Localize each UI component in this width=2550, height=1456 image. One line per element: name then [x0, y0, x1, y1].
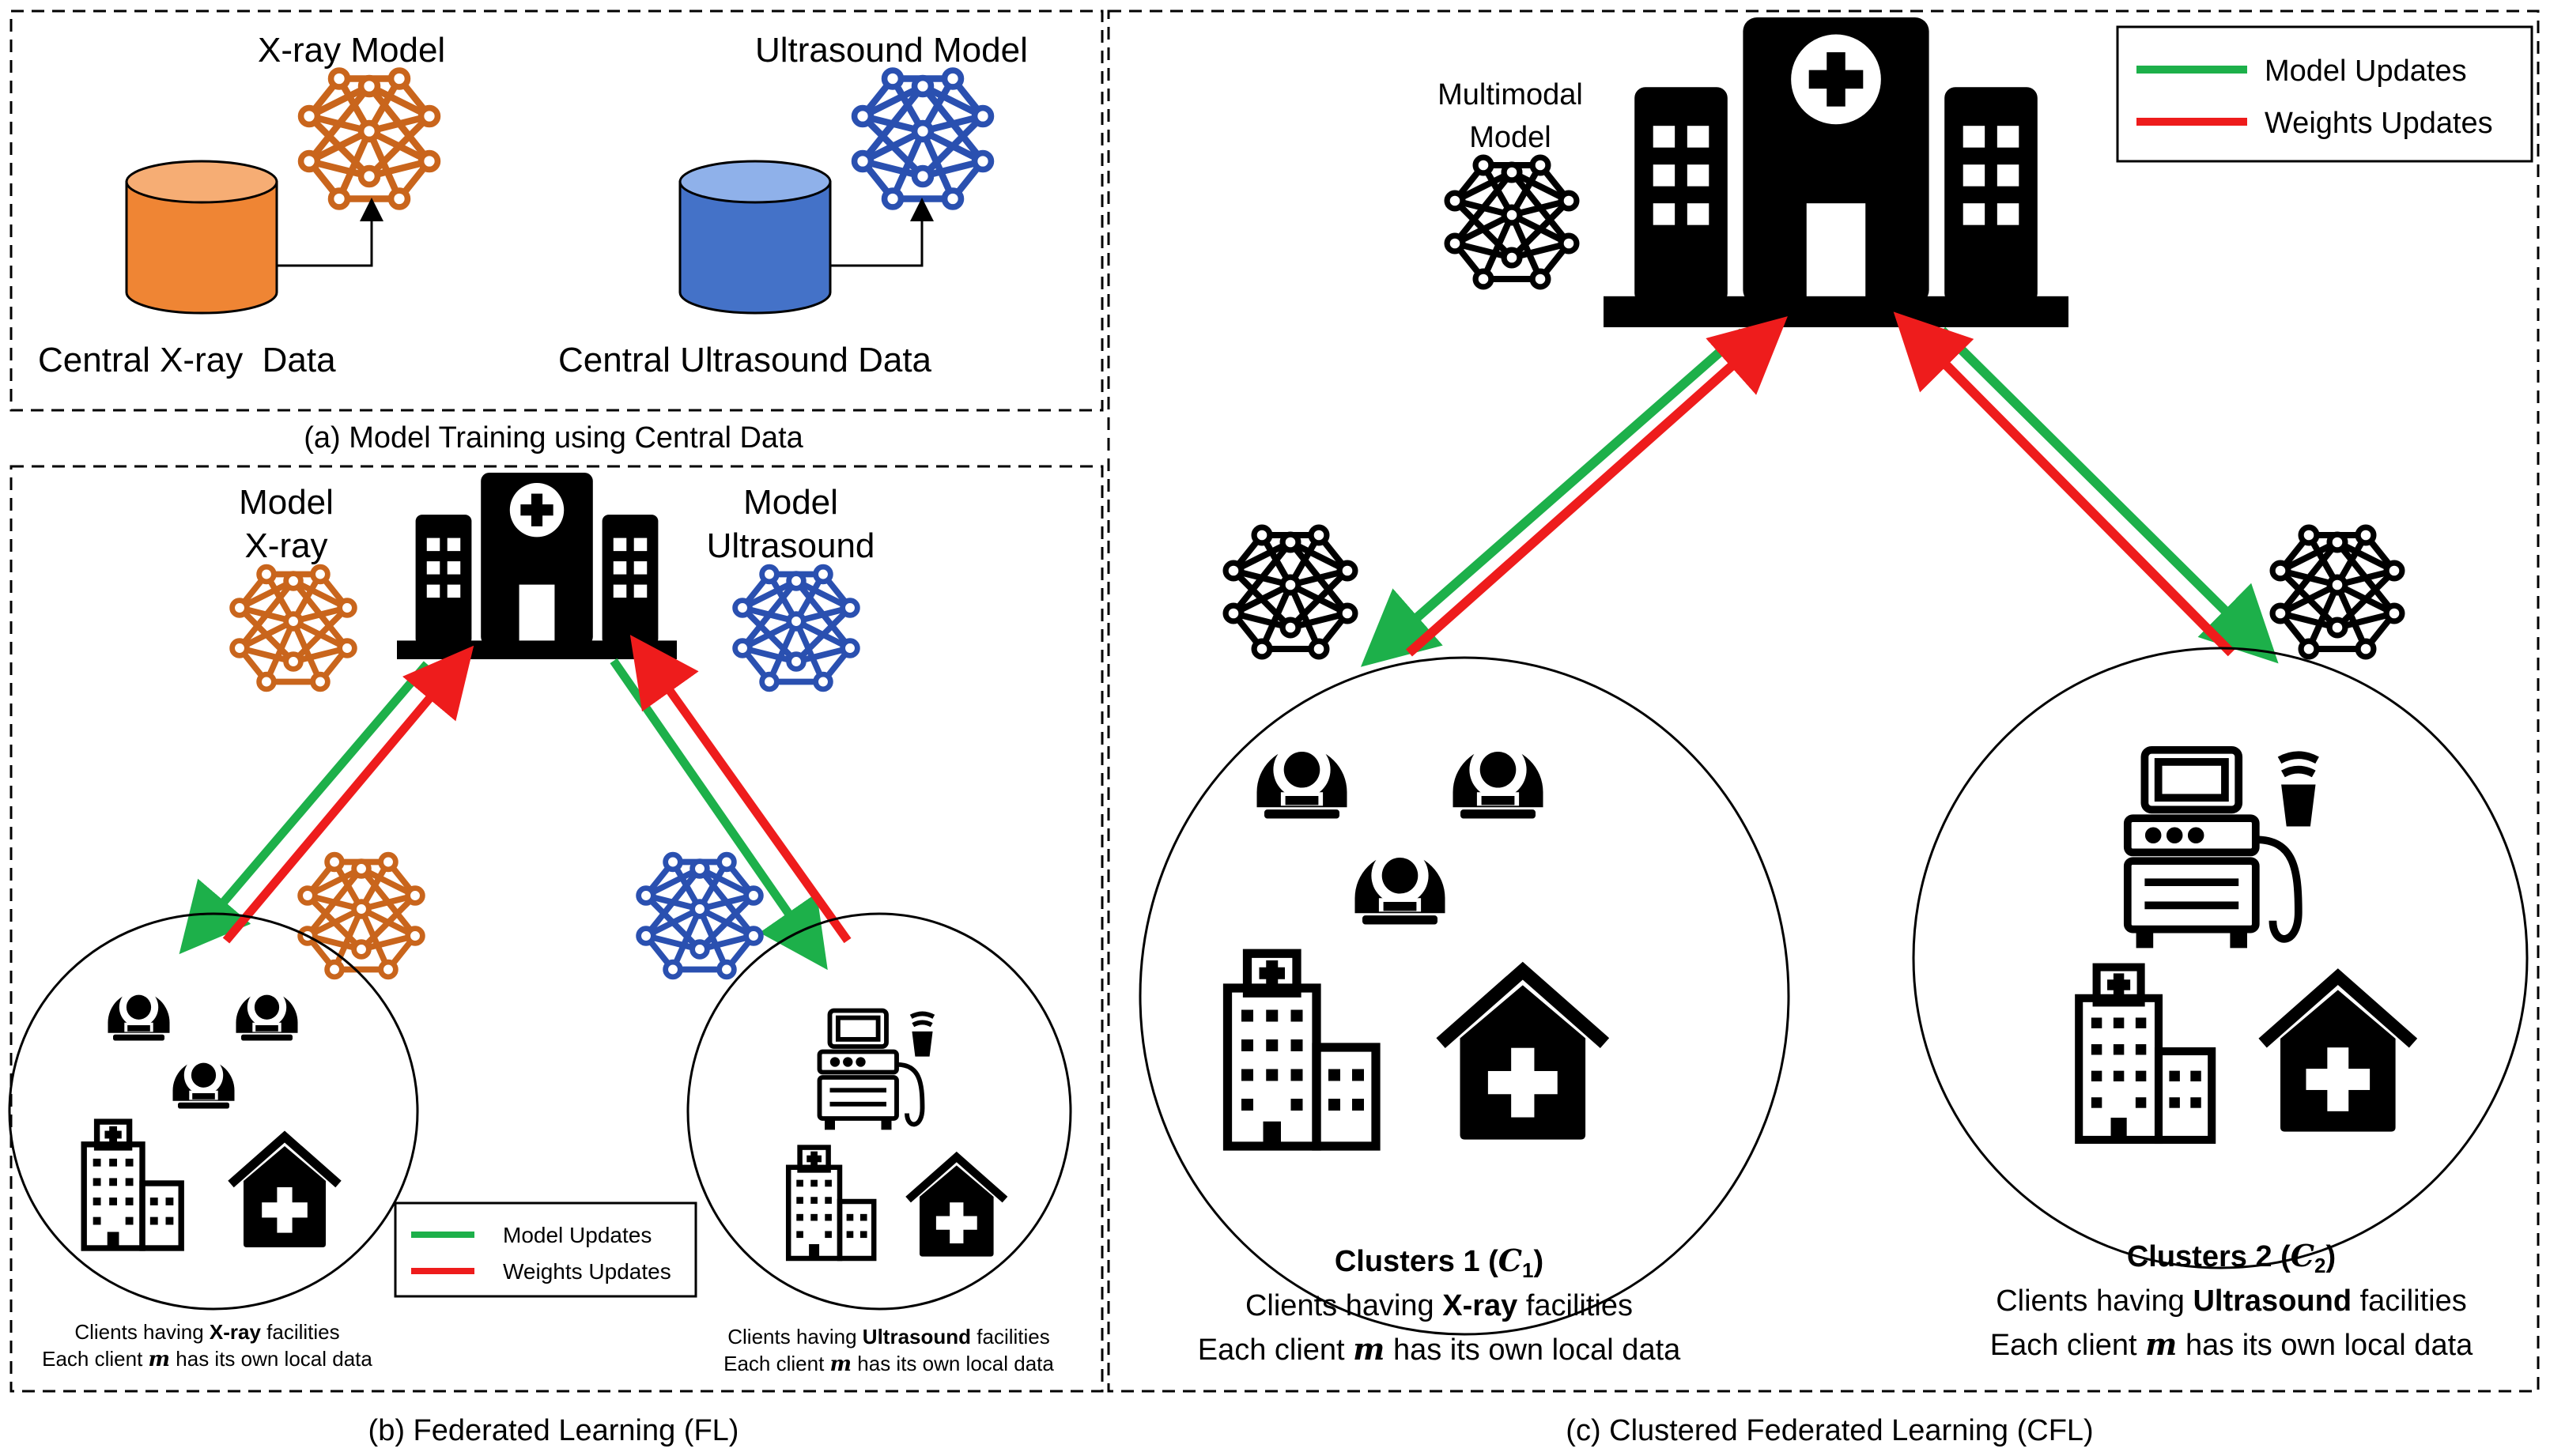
legend-model-updates-label: Model Updates — [503, 1223, 652, 1247]
weights-updates-arrow-from-ultrasound-clients — [629, 635, 852, 944]
cluster2-title: Clusters 2 (C2) — [2127, 1238, 2336, 1277]
ultrasound-local-data-description: Each client m has its own local data — [723, 1352, 1054, 1376]
ultrasound-model-network-icon — [855, 70, 992, 207]
xray-scanner-icon-1 — [108, 987, 170, 1041]
model-ultrasound-network-icon — [735, 567, 858, 689]
cluster2-home-icon — [2263, 977, 2413, 1132]
central-server-hospital-icon — [1604, 17, 2068, 327]
xray-clients-circle — [8, 912, 419, 1311]
xray-client-hospital-icon — [84, 1122, 181, 1248]
xray-client-home-icon — [231, 1137, 338, 1247]
weights-updates-arrow-from-xray-clients — [222, 645, 474, 944]
central-ultrasound-database-icon — [678, 160, 832, 315]
cluster1-hospital-icon — [1228, 953, 1377, 1146]
central-server-hospital-icon — [397, 473, 677, 659]
ultrasound-clients-circle — [686, 912, 1072, 1311]
xray-scanner-icon-2 — [236, 987, 298, 1041]
cluster1-scanner-icon-2 — [1453, 741, 1543, 819]
ultrasound-model-label: Ultrasound Model — [755, 31, 1028, 70]
panel-b-legend: Model Updates Weights Updates — [394, 1201, 697, 1298]
panel-b: Model X-ray Model Ultrasound Model U — [8, 473, 1072, 1376]
xray-model-network-icon — [301, 70, 438, 207]
multimodal-model-network-icon — [1447, 157, 1577, 287]
ultrasound-machine-icon — [820, 1011, 934, 1130]
xray-data-to-model-arrow — [277, 198, 383, 267]
model-updates-arrow-to-xray-clients — [179, 661, 431, 955]
cluster1-title: Clusters 1 (C1) — [1335, 1243, 1543, 1282]
ultrasound-update-network-icon — [639, 854, 761, 977]
ultrasound-clients-description: Clients having Ultrasound facilities — [727, 1325, 1049, 1348]
cluster2-local-data-description: Each client m has its own local data — [1990, 1326, 2473, 1362]
panel-c-caption: (c) Clustered Federated Learning (CFL) — [1566, 1414, 2093, 1447]
cluster2-clients-description: Clients having Ultrasound facilities — [1996, 1284, 2467, 1318]
panel-b-frame — [9, 465, 1104, 1393]
central-xray-database-icon — [125, 160, 278, 315]
cluster1-home-icon — [1441, 971, 1604, 1140]
panel-c-legend: Model Updates Weights Updates — [2116, 25, 2533, 163]
cluster2-model-network-icon — [2272, 527, 2402, 657]
central-xray-data-label: Central X-ray Data — [38, 341, 336, 379]
model-xray-network-icon — [232, 567, 355, 689]
ultrasound-data-to-model-arrow — [830, 198, 934, 267]
xray-clients-description: Clients having X-ray facilities — [74, 1320, 339, 1344]
weights-updates-arrow-from-cluster1 — [1406, 316, 1788, 657]
cluster2-ultrasound-machine-icon — [2128, 750, 2318, 949]
cluster2-circle — [1912, 647, 2529, 1269]
xray-scanner-icon-3 — [172, 1055, 235, 1109]
panel-a: X-ray Model Ultrasound Model Central X-r… — [38, 31, 1028, 379]
model-xray-label-line1: Model — [239, 483, 334, 522]
cluster1-model-network-icon — [1226, 527, 1355, 657]
panel-c: Multimodal Model Model Updates Weights U… — [1139, 17, 2533, 1367]
panel-a-frame — [9, 9, 1104, 412]
legend-model-updates-label: Model Updates — [2265, 55, 2467, 88]
model-xray-label-line2: X-ray — [244, 526, 327, 565]
panel-c-frame — [1107, 9, 2540, 1393]
cluster1-circle — [1139, 656, 1790, 1336]
ultrasound-client-hospital-icon — [788, 1148, 874, 1258]
multimodal-model-label-line1: Multimodal — [1437, 78, 1583, 111]
legend-weights-updates-label: Weights Updates — [503, 1259, 671, 1284]
panel-a-caption: (a) Model Training using Central Data — [304, 421, 803, 455]
cluster2-hospital-icon — [2079, 968, 2212, 1140]
model-ultrasound-label-line2: Ultrasound — [707, 526, 875, 565]
xray-update-network-icon — [300, 854, 423, 977]
cluster1-scanner-icon-1 — [1256, 741, 1347, 819]
central-ultrasound-data-label: Central Ultrasound Data — [558, 341, 932, 379]
cluster1-clients-description: Clients having X-ray facilities — [1245, 1289, 1633, 1322]
weights-updates-arrow-from-cluster2 — [1893, 311, 2235, 657]
ultrasound-client-home-icon — [909, 1157, 1005, 1257]
cluster1-scanner-icon-3 — [1354, 847, 1445, 925]
panel-b-caption: (b) Federated Learning (FL) — [368, 1414, 739, 1447]
model-updates-arrow-to-cluster1 — [1360, 328, 1746, 667]
xray-model-label: X-ray Model — [258, 31, 445, 70]
multimodal-model-label-line2: Model — [1469, 121, 1551, 154]
legend-weights-updates-label: Weights Updates — [2265, 107, 2493, 140]
model-updates-arrow-to-cluster2 — [1938, 326, 2279, 664]
cluster1-local-data-description: Each client m has its own local data — [1198, 1331, 1681, 1367]
xray-local-data-description: Each client m has its own local data — [42, 1347, 372, 1371]
model-ultrasound-label-line1: Model — [743, 483, 838, 522]
